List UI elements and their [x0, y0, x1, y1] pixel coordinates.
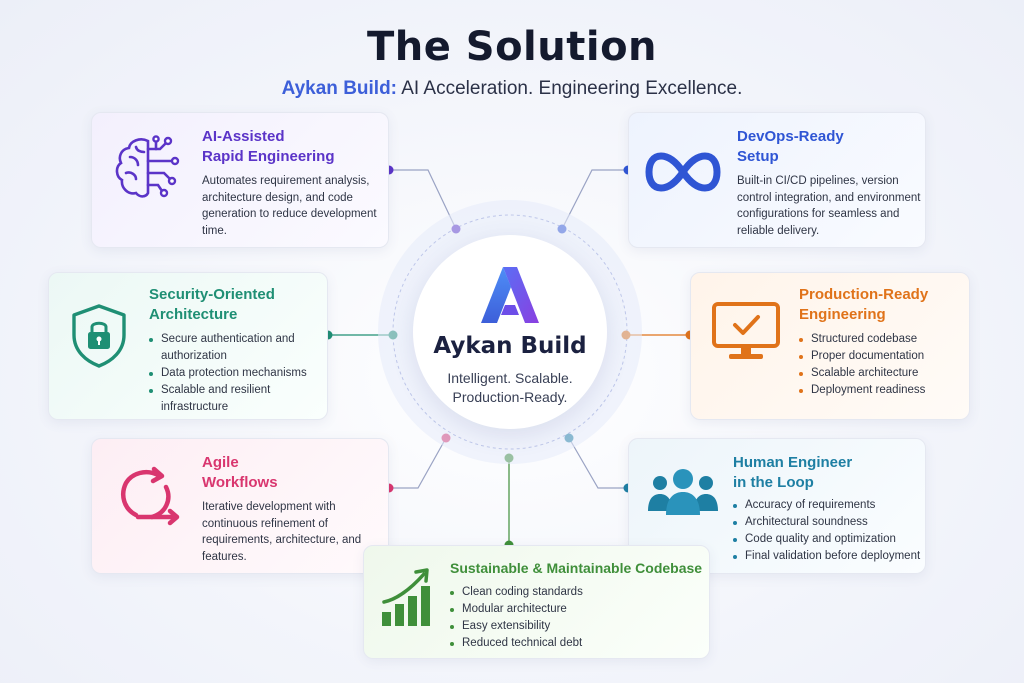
monitor-check-icon — [712, 302, 780, 359]
card-list: Secure authentication and authorization … — [149, 331, 325, 416]
card-list: Structured codebase Proper documentation… — [799, 331, 967, 399]
hub-tagline: Intelligent. Scalable. Production-Ready. — [413, 369, 607, 407]
aykan-logo-icon — [481, 267, 539, 323]
card-list: Accuracy of requirements Architectural s… — [733, 497, 925, 565]
list-item: Proper documentation — [799, 348, 967, 365]
card-title: DevOps-Ready Setup — [737, 127, 844, 167]
list-item: Deployment readiness — [799, 382, 967, 399]
card-title: Sustainable & Maintainable Codebase — [450, 560, 703, 576]
list-item: Final validation before deployment — [733, 548, 925, 565]
list-item: Secure authentication and authorization — [149, 331, 325, 365]
cycle-arrows-icon — [121, 466, 180, 526]
page-title: The Solution — [366, 24, 658, 70]
card-description: Automates requirement analysis, architec… — [202, 175, 377, 237]
card-title-line1: Human Engineer — [733, 454, 853, 471]
list-item: Modular architecture — [450, 601, 700, 618]
list-item: Data protection mechanisms — [149, 365, 325, 382]
card-sustainable: Sustainable & Maintainable Codebase Clea… — [363, 545, 710, 659]
card-production-ready: Production-Ready Engineering Structured … — [690, 272, 970, 420]
list-item: Reduced technical debt — [450, 635, 700, 652]
list-item: Architectural soundness — [733, 514, 925, 531]
hub-name: Aykan Build — [433, 333, 587, 359]
card-title-line2: Workflows — [202, 474, 278, 491]
page-subtitle: Aykan Build: AI Acceleration. Engineerin… — [0, 78, 1024, 100]
list-item: Scalable architecture — [799, 365, 967, 382]
card-description: Built-in CI/CD pipelines, version contro… — [737, 175, 921, 237]
card-title-line2: Rapid Engineering — [202, 148, 335, 165]
list-item: Code quality and optimization — [733, 531, 925, 548]
growth-chart-icon — [382, 568, 430, 626]
card-title: Security-Oriented Architecture — [149, 285, 275, 325]
card-title: Human Engineer in the Loop — [733, 453, 852, 493]
subtitle-brand: Aykan Build: — [281, 78, 398, 99]
card-title-line1: DevOps-Ready — [737, 128, 844, 145]
card-title-line1: Agile — [202, 454, 239, 471]
card-ai-assisted: AI-Assisted Rapid Engineering Automates … — [91, 112, 389, 248]
card-description: Iterative development with continuous re… — [202, 501, 362, 563]
list-item: Easy extensibility — [450, 618, 700, 635]
list-item: Scalable and resilient infrastructure — [149, 382, 325, 416]
card-security: Security-Oriented Architecture Secure au… — [48, 272, 328, 420]
list-item: Structured codebase — [799, 331, 967, 348]
shield-lock-icon — [72, 304, 126, 368]
card-title: AI-Assisted Rapid Engineering — [202, 127, 335, 167]
card-title: Agile Workflows — [202, 453, 278, 493]
card-title: Production-Ready Engineering — [799, 285, 928, 325]
hub-tagline-line1: Intelligent. Scalable. — [447, 370, 573, 386]
infinity-icon — [645, 152, 721, 192]
card-title-line2: Architecture — [149, 306, 238, 323]
list-item: Clean coding standards — [450, 584, 700, 601]
card-title-line1: AI-Assisted — [202, 128, 285, 145]
card-title-line2: in the Loop — [733, 474, 814, 491]
hub-circle: Aykan Build Intelligent. Scalable. Produ… — [413, 235, 607, 429]
card-title-line1: Production-Ready — [799, 286, 929, 303]
hub-tagline-line2: Production-Ready. — [452, 389, 568, 405]
list-item: Accuracy of requirements — [733, 497, 925, 514]
card-title-line2: Engineering — [799, 306, 886, 323]
brain-circuit-icon — [115, 135, 180, 198]
team-icon — [648, 469, 718, 515]
card-list: Clean coding standards Modular architect… — [450, 584, 700, 652]
subtitle-tagline: AI Acceleration. Engineering Excellence. — [401, 78, 743, 99]
card-title-line2: Setup — [737, 148, 779, 165]
card-title-line1: Security-Oriented — [149, 286, 275, 303]
card-devops: DevOps-Ready Setup Built-in CI/CD pipeli… — [628, 112, 926, 248]
card-agile: Agile Workflows Iterative development wi… — [91, 438, 389, 574]
